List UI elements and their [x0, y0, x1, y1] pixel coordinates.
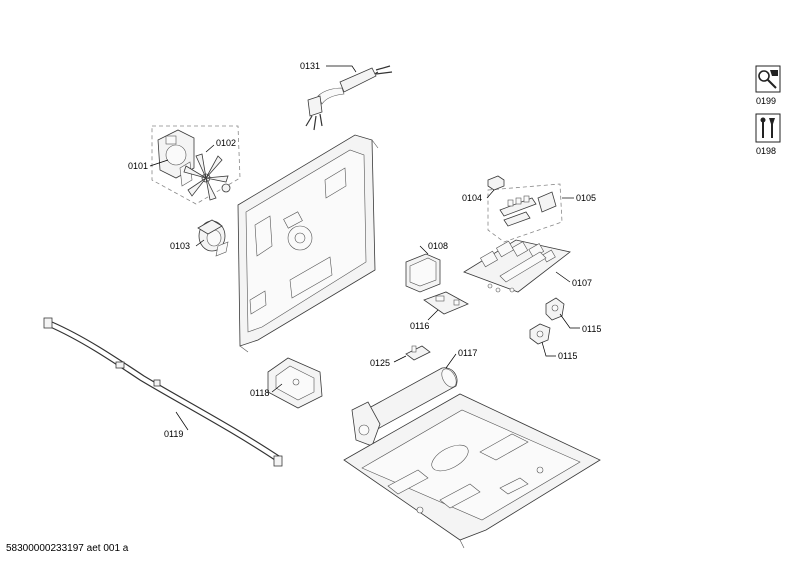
thermostat-0115-upper — [545, 297, 565, 321]
motor-0103 — [197, 219, 229, 257]
fan-wheel-0102 — [183, 153, 231, 201]
fan-motor-0101 — [157, 129, 195, 187]
bracket-0125 — [405, 345, 431, 361]
label-0108: 0108 — [428, 241, 448, 251]
document-id: 58300000233197 aet 001 a — [6, 543, 129, 554]
label-0101: 0101 — [128, 161, 148, 171]
label-0115-upper: 0115 — [582, 324, 601, 334]
label-0103: 0103 — [170, 241, 190, 251]
tools-icon — [755, 113, 781, 143]
connector-set-0105 — [499, 191, 557, 227]
label-0119: 0119 — [164, 429, 183, 439]
transformer-0108 — [405, 253, 441, 293]
wire-harness-0131 — [305, 65, 393, 131]
pcb-0116 — [423, 291, 469, 315]
label-0107: 0107 — [572, 278, 592, 288]
label-0115-lower: 0115 — [558, 351, 577, 361]
label-0116: 0116 — [410, 321, 429, 331]
thermostat-0115-lower — [529, 323, 551, 345]
label-0102: 0102 — [216, 138, 236, 148]
label-0118: 0118 — [250, 388, 269, 398]
label-0125: 0125 — [370, 358, 390, 368]
wrench-icon — [755, 65, 781, 93]
rear-panel — [237, 134, 379, 353]
control-board-0107 — [463, 239, 571, 293]
label-0104: 0104 — [462, 193, 482, 203]
tangential-fan-0117 — [351, 367, 458, 447]
bracket-0118 — [267, 357, 323, 409]
base-plate — [343, 393, 601, 549]
label-0198: 0198 — [756, 146, 776, 156]
label-0117: 0117 — [458, 348, 477, 358]
cable-0119 — [43, 317, 283, 467]
label-0131: 0131 — [300, 61, 320, 71]
label-0105: 0105 — [576, 193, 596, 203]
label-0199: 0199 — [756, 96, 776, 106]
connector-0104 — [487, 175, 505, 191]
